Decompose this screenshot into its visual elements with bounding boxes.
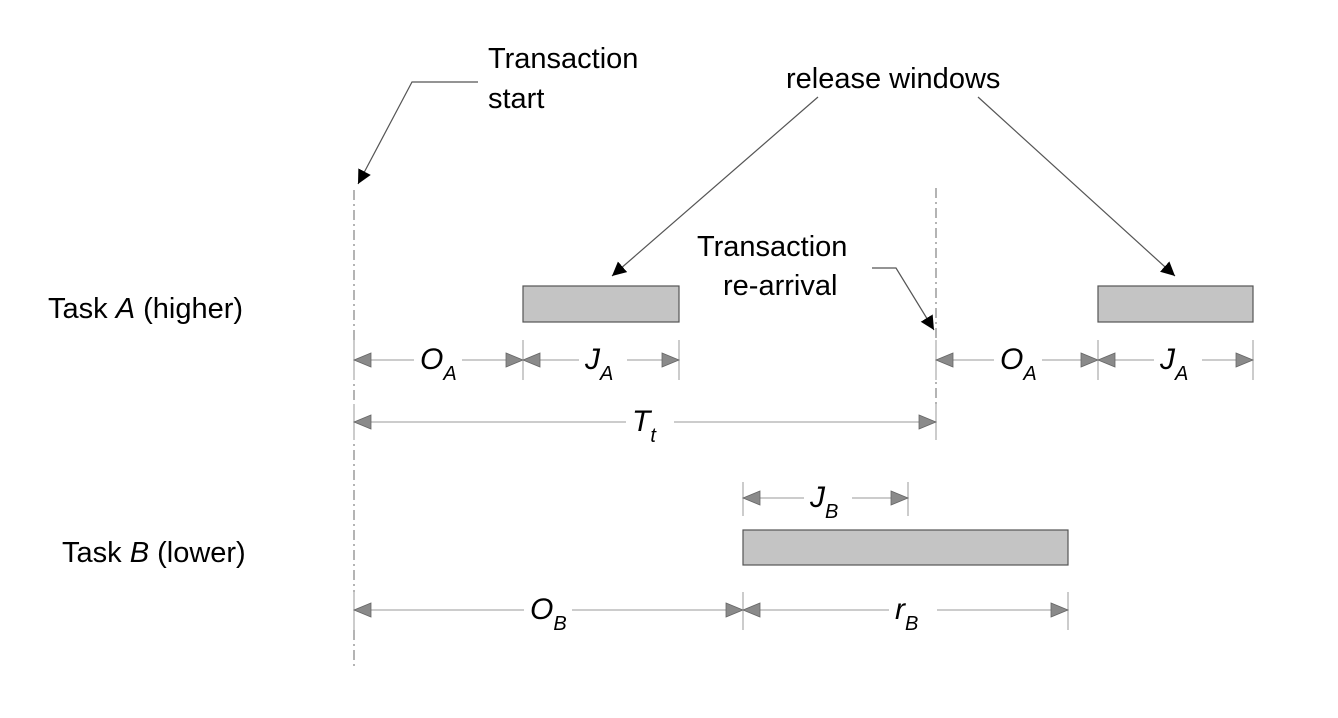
dimension-label-bg — [889, 588, 937, 632]
dimension-label-bg — [524, 588, 572, 632]
release-window-callout-1 — [611, 96, 819, 277]
dimension-subscript: B — [905, 613, 918, 635]
dimension-symbol: O — [530, 593, 553, 626]
task-a-release-window-1 — [522, 285, 680, 323]
arrowhead-left — [741, 490, 761, 506]
dimension-t-t: Tt — [352, 400, 938, 447]
dimension-label: JA — [584, 343, 613, 385]
transaction-start-label-1: Transaction — [488, 43, 638, 75]
arrowhead-right — [890, 490, 910, 506]
dimension-label: OA — [420, 343, 457, 385]
task-b-prefix: Task — [62, 537, 130, 569]
dimension-symbol: O — [1000, 343, 1023, 376]
dimension-label: JA — [1159, 343, 1188, 385]
dimension-o-a-1: OA — [352, 338, 525, 385]
dimension-j-b: JB — [741, 476, 910, 523]
dimension-r-b: rB — [741, 588, 1070, 635]
dimension-o-b: OB — [352, 588, 745, 635]
arrowhead-right — [1080, 352, 1100, 368]
dimension-label-bg — [579, 338, 627, 382]
release-windows-label: release windows — [786, 63, 1000, 95]
dimension-symbol: J — [809, 481, 826, 514]
dimension-subscript: A — [599, 363, 613, 385]
task-b-suffix: (lower) — [149, 537, 246, 569]
dimension-label: OA — [1000, 343, 1037, 385]
dimension-symbol: O — [420, 343, 443, 376]
arrowhead-right — [1050, 602, 1070, 618]
transaction-rearrival-callout — [872, 267, 935, 331]
dimension-label-bg — [414, 338, 462, 382]
task-a-label: Task A (higher) — [48, 293, 243, 325]
arrowhead-left — [352, 414, 372, 430]
transaction-rearrival-label-2: re-arrival — [723, 270, 837, 302]
arrowhead-left — [741, 602, 761, 618]
arrowhead-right — [918, 414, 938, 430]
task-b-label: Task B (lower) — [62, 537, 246, 569]
release-window-callout-2 — [977, 96, 1176, 277]
dimension-label-bg — [626, 400, 674, 444]
dimension-symbol: J — [1159, 343, 1176, 376]
dimension-symbol: J — [584, 343, 601, 376]
dimension-label-bg — [994, 338, 1042, 382]
task-a-prefix: Task — [48, 293, 116, 325]
arrowhead-left — [934, 352, 954, 368]
arrowhead-left — [352, 352, 372, 368]
task-a-symbol: A — [114, 293, 135, 325]
arrowhead-right — [505, 352, 525, 368]
arrowhead-left — [352, 602, 372, 618]
arrowhead-right — [1235, 352, 1255, 368]
dimension-j-a-1: JA — [521, 338, 681, 385]
dimension-label-bg — [1154, 338, 1202, 382]
dimension-subscript: A — [442, 363, 456, 385]
dimension-label: OB — [530, 593, 567, 635]
dimension-subscript: B — [553, 613, 566, 635]
dimension-label-bg — [804, 476, 852, 520]
task-b-release-window — [742, 529, 1069, 566]
dimension-subscript: A — [1022, 363, 1036, 385]
dimension-o-a-2: OA — [934, 338, 1100, 385]
dimension-subscript: B — [825, 501, 838, 523]
transaction-start-label-2: start — [488, 83, 544, 115]
dimension-symbol: T — [632, 405, 653, 438]
transaction-rearrival-label-1: Transaction — [697, 231, 847, 263]
dimension-label: rB — [895, 593, 918, 635]
dimension-symbol: r — [895, 593, 906, 626]
arrowhead-right — [661, 352, 681, 368]
dimension-subscript: t — [650, 425, 657, 447]
task-a-release-window-2 — [1097, 285, 1254, 323]
dimension-subscript: A — [1174, 363, 1188, 385]
dimension-label: JB — [809, 481, 838, 523]
dimension-label: Tt — [632, 405, 657, 447]
arrowhead-right — [725, 602, 745, 618]
task-b-symbol: B — [130, 537, 149, 569]
arrowhead-left — [521, 352, 541, 368]
dimension-j-a-2: JA — [1096, 338, 1255, 385]
arrowhead-left — [1096, 352, 1116, 368]
transaction-start-callout — [357, 81, 478, 185]
task-a-suffix: (higher) — [135, 293, 243, 325]
